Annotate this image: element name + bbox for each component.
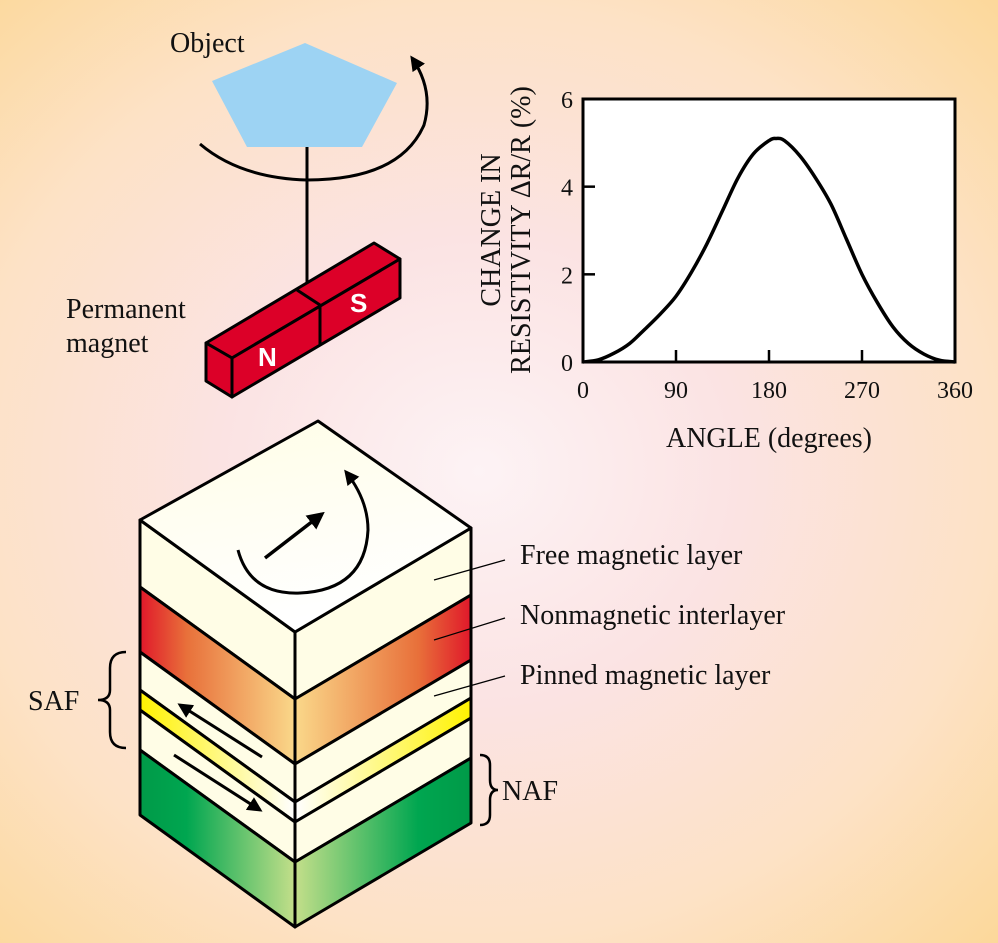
interlayer-label: Nonmagnetic interlayer	[520, 600, 786, 631]
y-tick-label: 2	[561, 263, 573, 289]
x-tick-label: 0	[577, 378, 589, 404]
leader-pinned	[433, 675, 506, 697]
y-tick-label: 0	[561, 351, 573, 377]
naf-brace	[479, 753, 499, 827]
layer-stack	[138, 419, 473, 929]
north-pole-label: N	[258, 342, 277, 372]
naf-label: NAF	[502, 776, 558, 807]
object-label: Object	[170, 28, 245, 59]
saf-label: SAF	[28, 686, 79, 717]
x-axis-label: ANGLE (degrees)	[666, 423, 872, 454]
x-tick-label: 270	[844, 378, 880, 404]
leader-interlayer	[433, 617, 506, 641]
free-layer-rotation-arrow-icon	[236, 469, 370, 595]
y-tick-label: 4	[561, 176, 573, 202]
free-layer-magnetization-arrow-icon	[263, 511, 325, 560]
magnet-label-line1: Permanent	[66, 294, 186, 325]
magnet-label-line2: magnet	[66, 328, 149, 359]
rotation-arrow-icon	[199, 55, 429, 182]
x-tick-label: 180	[751, 378, 787, 404]
y-axis-label-line2: RESISTIVITY ΔR/R (%)	[506, 86, 537, 374]
resistivity-chart: 0 90 180 270 360 0 2 4 6 ANGLE (degrees) CHANGE …	[476, 86, 973, 454]
antiferromagnetic-layer-right-face	[293, 756, 473, 929]
x-tick-label: 360	[937, 378, 973, 404]
resistivity-curve	[582, 136, 956, 364]
x-tick-label: 90	[664, 378, 688, 404]
y-tick-label: 6	[561, 88, 573, 114]
plot-frame	[581, 97, 957, 364]
y-axis-label-line1: CHANGE IN	[476, 153, 507, 306]
pinned-arrow-down-icon	[173, 753, 263, 812]
south-pole-label: S	[350, 288, 367, 318]
saf-brace	[97, 650, 127, 750]
pinned-arrow-up-icon	[177, 703, 263, 759]
permanent-magnet: N S	[204, 241, 402, 399]
pinned-layer-label: Pinned magnetic layer	[520, 660, 771, 691]
leader-free	[433, 559, 506, 581]
pentagon-object	[212, 43, 397, 147]
free-layer-label: Free magnetic layer	[520, 540, 743, 571]
rotating-object: Object	[170, 28, 429, 285]
